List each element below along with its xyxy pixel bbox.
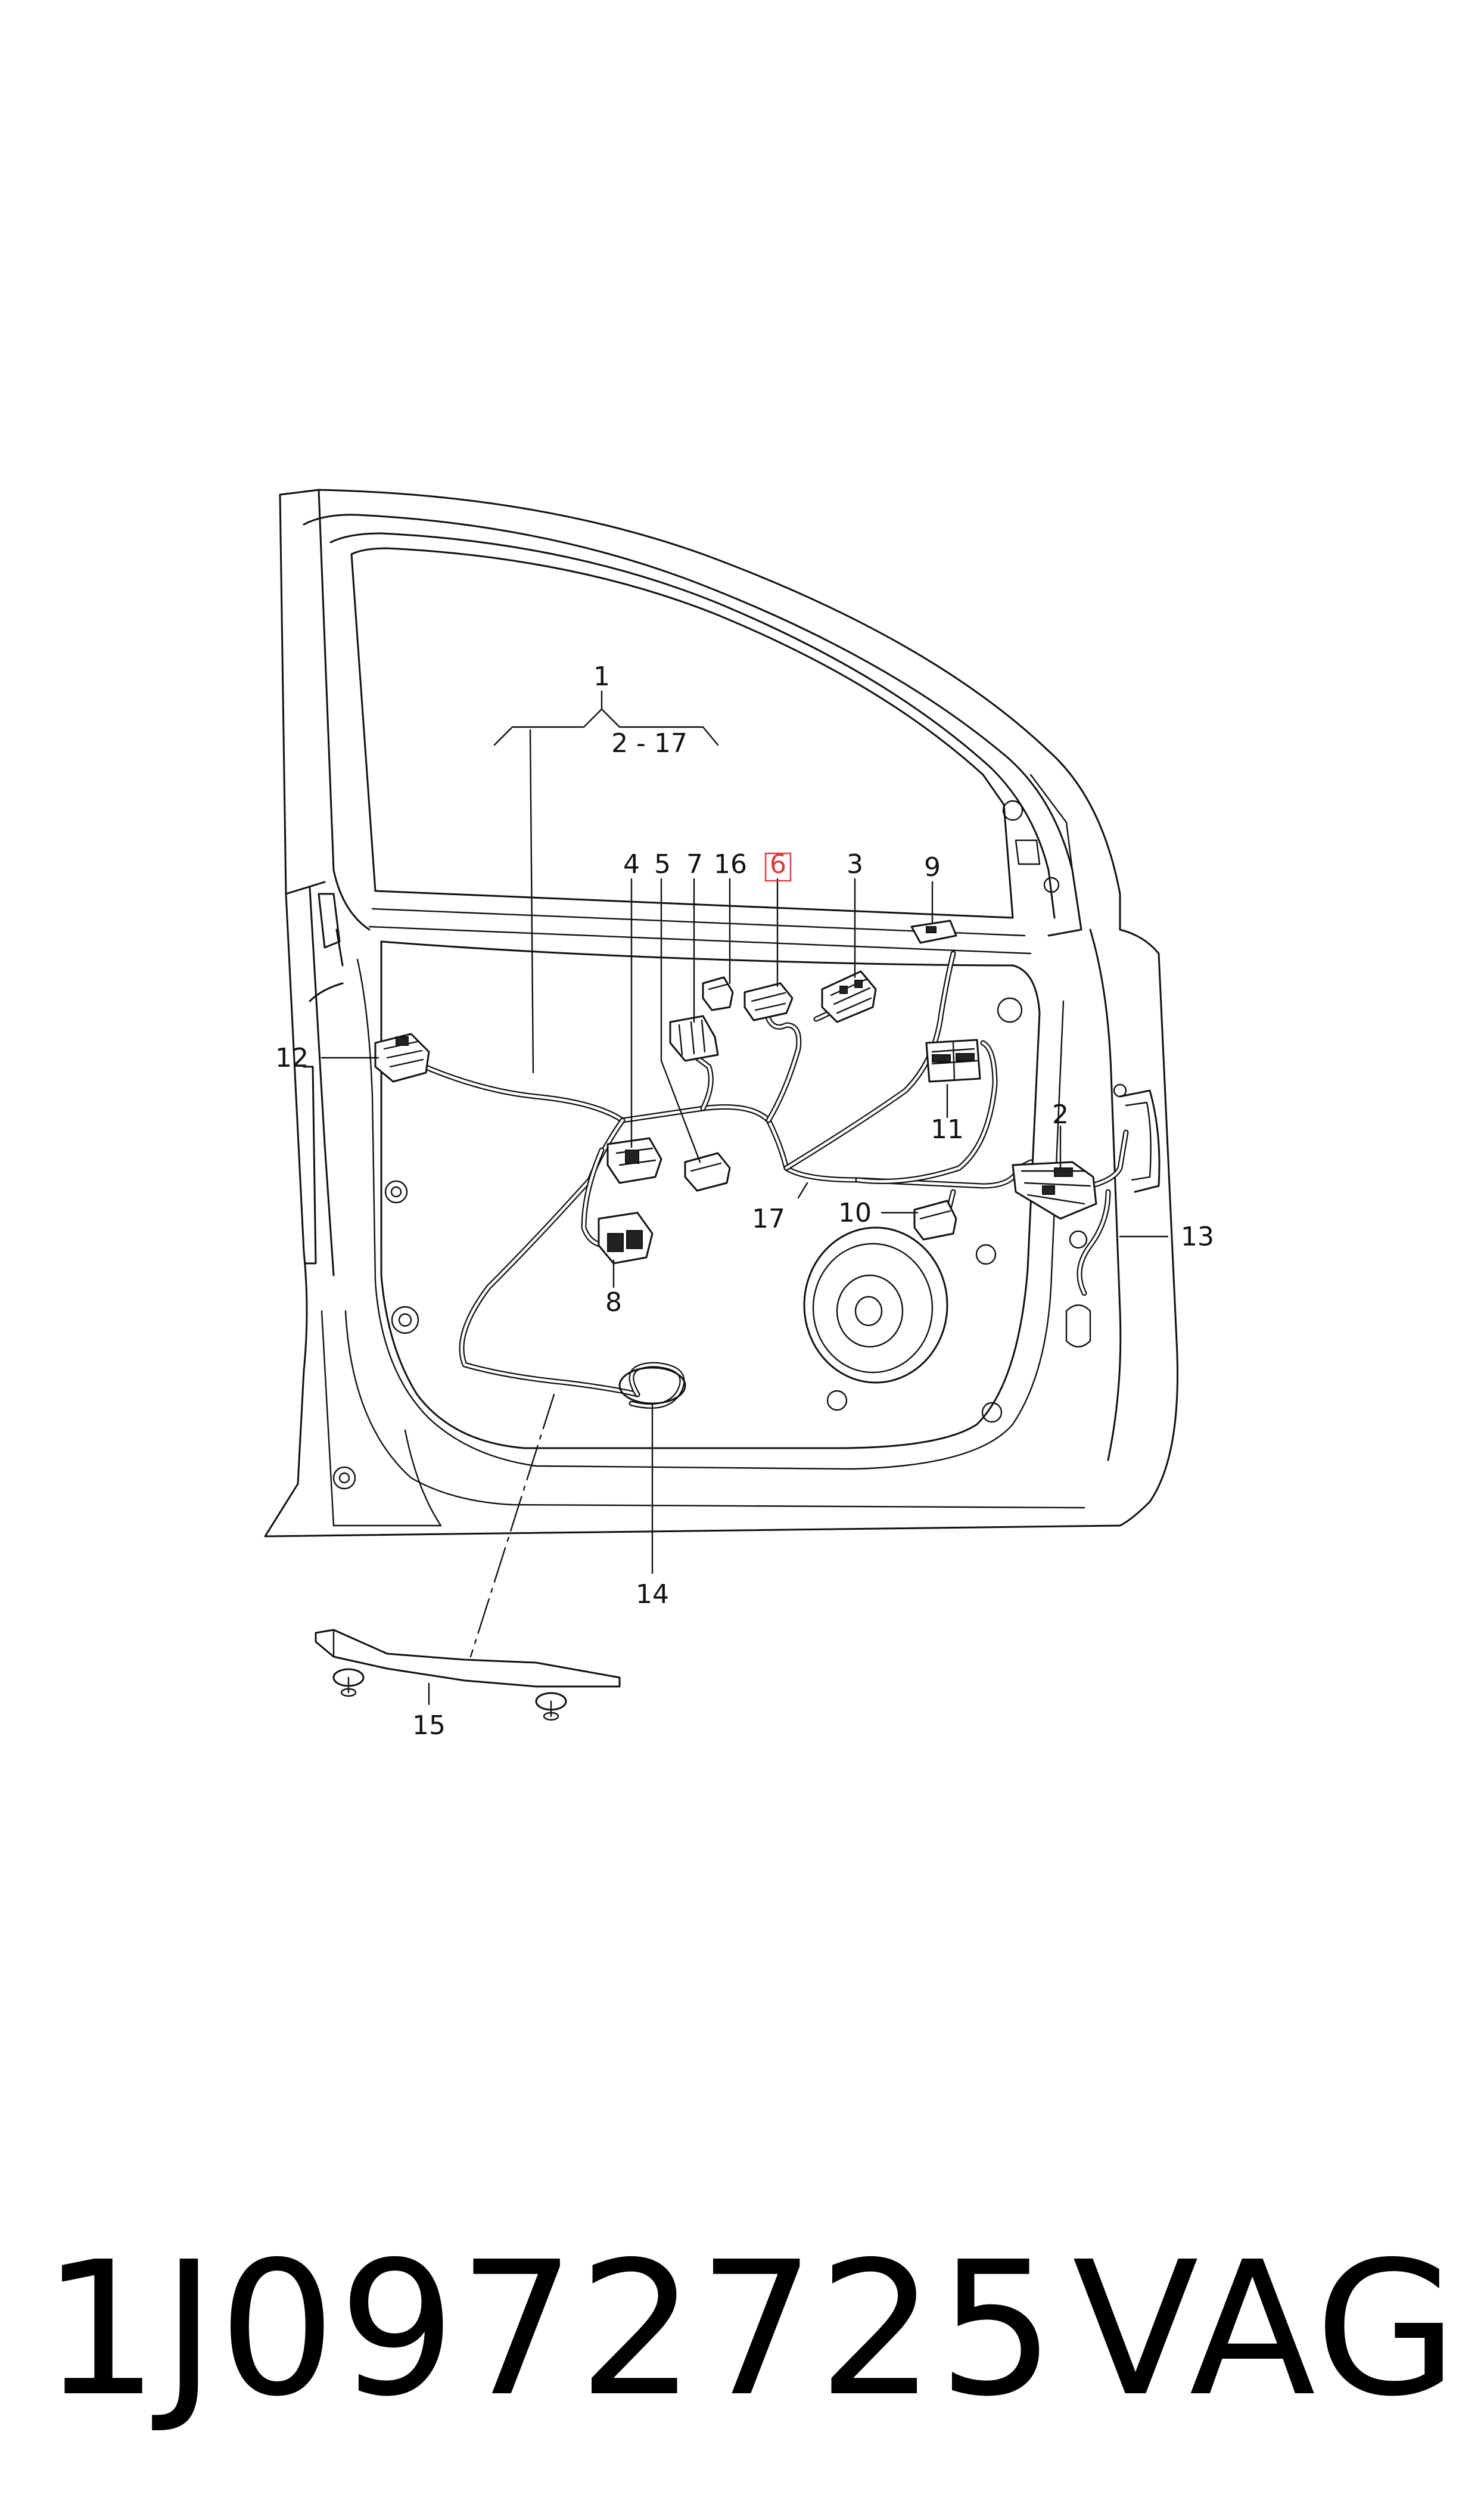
callout-labels: 1 2 - 17 4 5 7 16 6 3 9 12 11 2 17 10 13…: [275, 661, 1214, 1741]
connector-2: [1012, 1161, 1097, 1220]
connector-8: [598, 1212, 654, 1265]
callout-11: 11: [931, 1114, 964, 1145]
callout-7: 7: [686, 849, 703, 880]
callout-10: 10: [838, 1198, 872, 1228]
door-outline: [264, 489, 1179, 1538]
connector-4: [606, 1137, 662, 1184]
connector-7: [669, 1015, 719, 1062]
callout-3: 3: [847, 849, 863, 880]
callout-16: 16: [714, 849, 747, 880]
connector-6: [743, 982, 794, 1021]
speaker: [803, 1226, 948, 1384]
brand-label: VAG: [1072, 2222, 1461, 2437]
part-15-strip: [315, 1629, 621, 1721]
callout-5: 5: [654, 849, 671, 880]
callout-15: 15: [412, 1710, 446, 1741]
connector-3: [821, 970, 877, 1023]
callout-4: 4: [623, 849, 640, 880]
callout-14: 14: [636, 1579, 669, 1610]
connector-12: [374, 1033, 430, 1083]
callout-1: 1: [593, 661, 610, 692]
connector-10: [913, 1200, 957, 1241]
connector-16: [702, 976, 734, 1011]
callout-6-highlight: [764, 852, 792, 882]
part-number: 1J0972725: [42, 2222, 1058, 2437]
callout-9: 9: [924, 852, 941, 883]
connector-9: [910, 920, 957, 944]
callout-12: 12: [275, 1043, 309, 1073]
callout-8: 8: [605, 1287, 622, 1318]
connector-5: [684, 1152, 731, 1192]
connector-11: [925, 1039, 981, 1083]
callout-range: 2 - 17: [611, 728, 687, 759]
wiring-harness: [408, 951, 1129, 1409]
leader-lines: [321, 690, 1169, 1706]
callout-2: 2: [1052, 1099, 1069, 1130]
footer: 1J0972725 VAG: [0, 2205, 1484, 2455]
callout-13: 13: [1181, 1222, 1214, 1252]
callout-6: 6: [770, 849, 786, 880]
connectors: [315, 920, 1097, 1721]
callout-17: 17: [752, 1204, 785, 1234]
